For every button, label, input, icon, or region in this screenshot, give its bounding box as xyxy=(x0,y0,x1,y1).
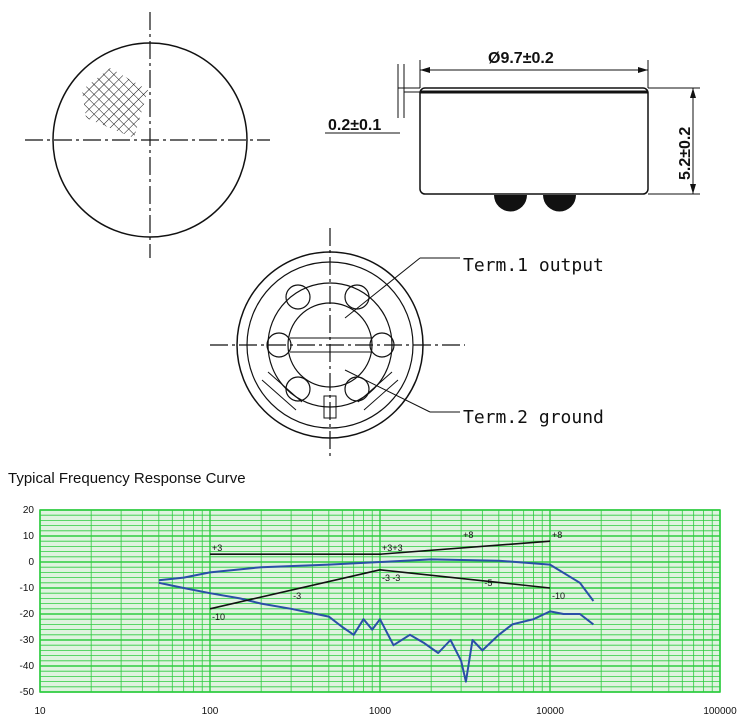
chart-title: Typical Frequency Response Curve xyxy=(8,470,246,487)
y-tick-label: -30 xyxy=(20,635,35,646)
term2-label: Term.2 ground xyxy=(463,407,604,428)
y-tick-label: 10 xyxy=(23,531,35,542)
y-tick-label: -50 xyxy=(20,687,35,698)
x-tick-label: 10000 xyxy=(536,706,564,717)
y-tick-label: 0 xyxy=(28,557,34,568)
response-curve-2 xyxy=(158,581,595,683)
curve-annotation: +3 xyxy=(392,543,402,553)
chart-plot xyxy=(158,540,595,683)
mesh-hatch xyxy=(82,68,148,138)
curve-annotation: +8 xyxy=(552,530,562,540)
side-view xyxy=(325,60,700,212)
term1-label: Term.1 output xyxy=(463,255,604,276)
chart-grid xyxy=(39,509,721,693)
curve-annotation: -10 xyxy=(552,591,565,601)
bottom-view xyxy=(210,228,465,460)
response-curve-1 xyxy=(158,558,595,602)
y-tick-label: -10 xyxy=(20,583,35,594)
curve-annotation: -3 xyxy=(293,591,301,601)
mechanical-drawing: Ø9.7±0.2 0.2±0.1 5.2±0.2 Term.1 output T… xyxy=(25,12,700,460)
curve-annotation: -10 xyxy=(212,612,225,622)
y-tick-label: -40 xyxy=(20,661,35,672)
x-tick-label: 100000 xyxy=(703,706,737,717)
y-tick-label: -20 xyxy=(20,609,35,620)
curve-annotation: -3 xyxy=(382,573,390,583)
curve-annotation: +3 xyxy=(382,543,392,553)
thickness-label: 0.2±0.1 xyxy=(328,117,381,134)
curve-annotation: +3 xyxy=(212,543,222,553)
curve-annotation: -5 xyxy=(484,578,492,588)
curve-annotation: +8 xyxy=(463,530,473,540)
top-view xyxy=(25,12,270,258)
x-tick-label: 100 xyxy=(202,706,219,717)
limit-line-lower xyxy=(209,569,551,610)
y-tick-label: 20 xyxy=(23,505,35,516)
x-tick-label: 10 xyxy=(34,706,46,717)
diameter-label: Ø9.7±0.2 xyxy=(488,50,554,67)
x-tick-label: 1000 xyxy=(369,706,392,717)
height-label: 5.2±0.2 xyxy=(677,127,694,180)
curve-annotation: -3 xyxy=(392,573,400,583)
limit-line-upper xyxy=(210,540,551,556)
